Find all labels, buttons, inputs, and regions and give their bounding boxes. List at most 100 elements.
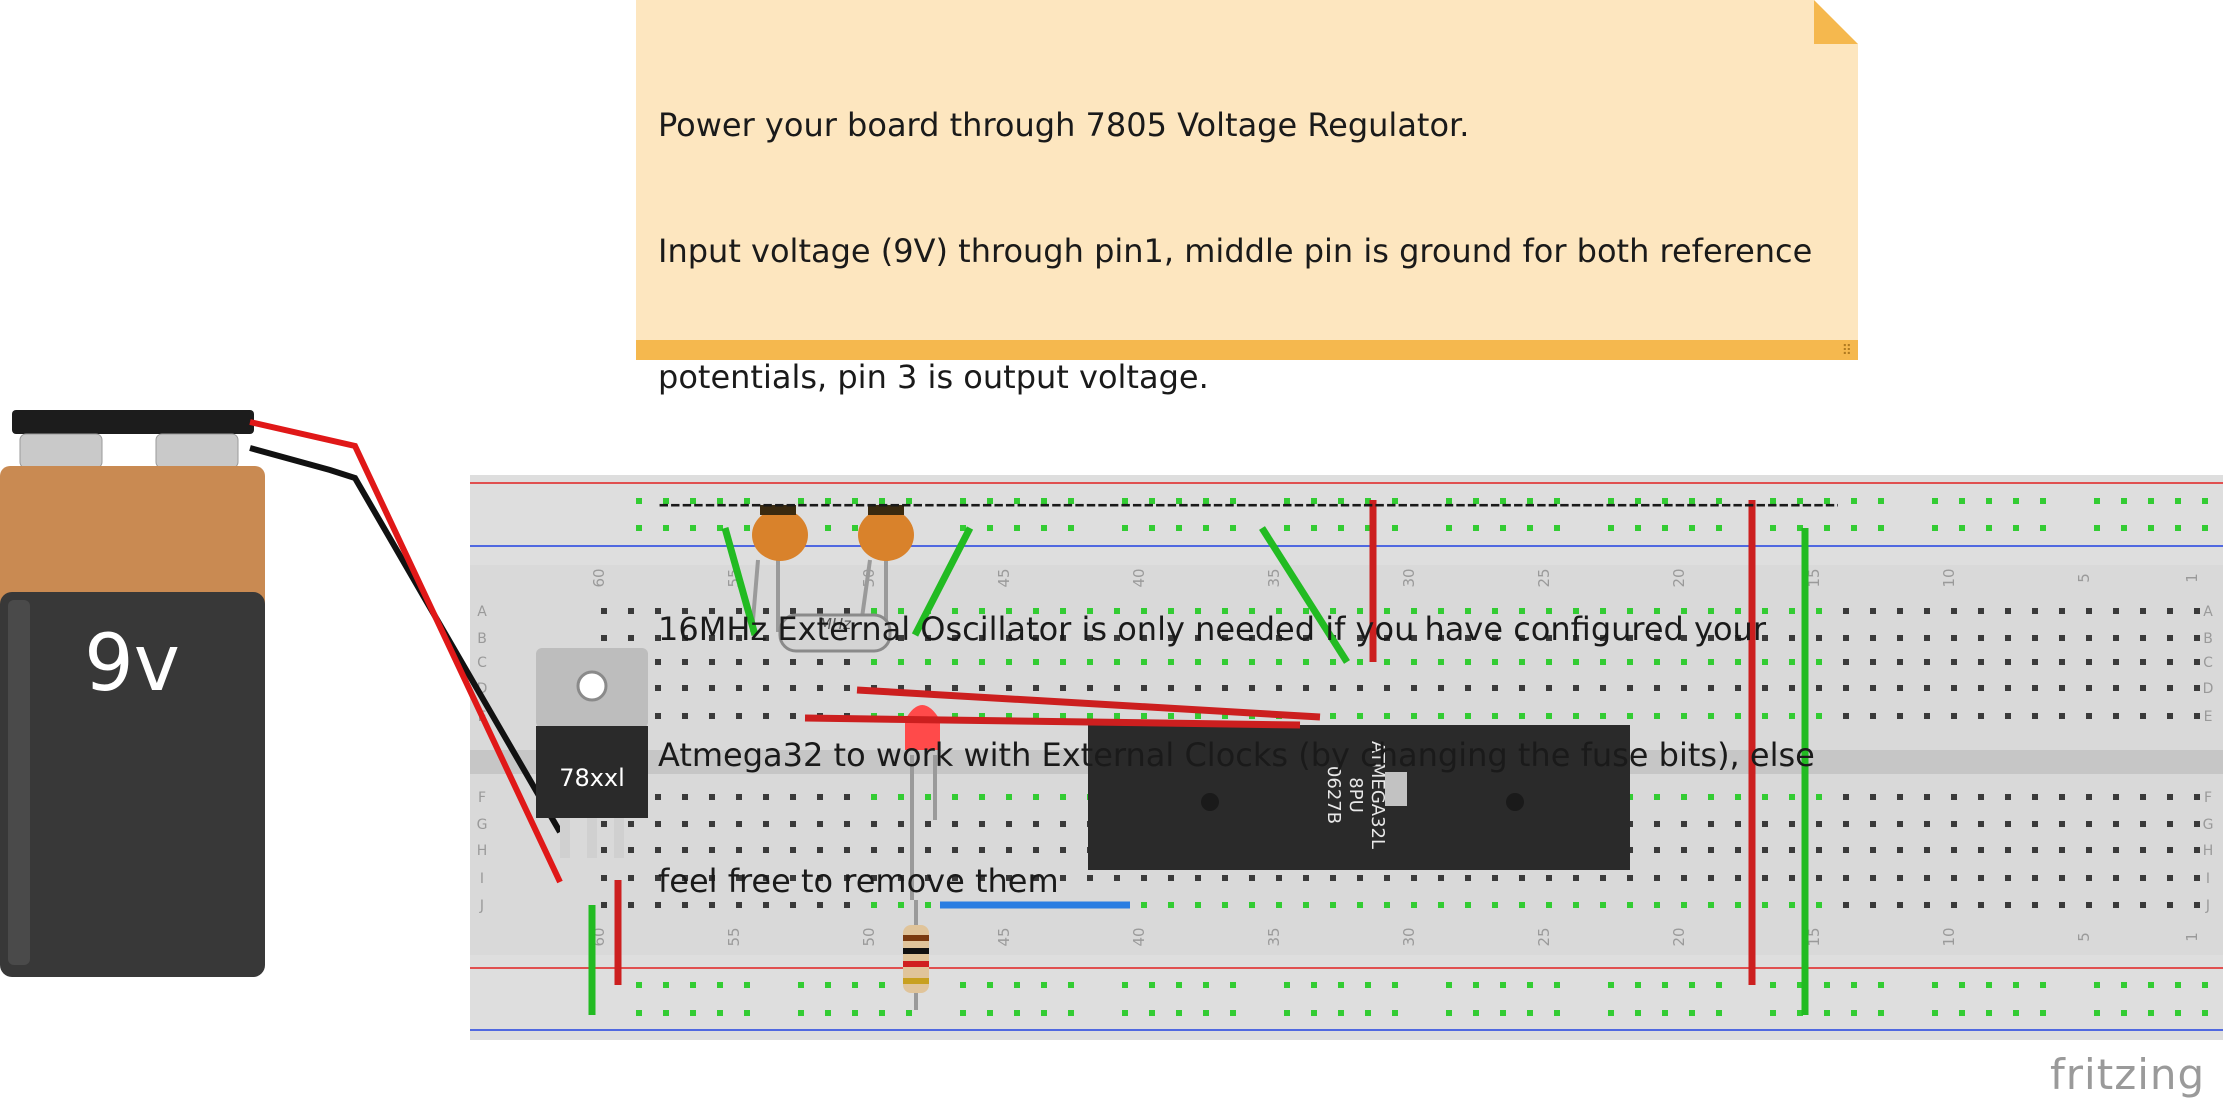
- breadboard-hole: [1546, 659, 1552, 665]
- breadboard-hole: [2140, 794, 2146, 800]
- breadboard-hole: [1951, 821, 1957, 827]
- breadboard-hole: [1033, 821, 1039, 827]
- breadboard-hole: [1249, 875, 1255, 881]
- breadboard-hole: [736, 902, 742, 908]
- breadboard-hole: [1168, 875, 1174, 881]
- breadboard-hole: [1843, 794, 1849, 800]
- breadboard-hole: [1924, 685, 1930, 691]
- breadboard-hole: [1041, 982, 1047, 988]
- breadboard-hole: [1438, 659, 1444, 665]
- breadboard-hole: [2167, 875, 2173, 881]
- breadboard-hole: [636, 498, 642, 504]
- breadboard-hole: [1951, 794, 1957, 800]
- breadboard-hole: [2113, 875, 2119, 881]
- column-number-label: 15: [1805, 927, 1823, 946]
- breadboard-hole: [1654, 847, 1660, 853]
- breadboard-hole: [1249, 635, 1255, 641]
- breadboard-hole: [1122, 1010, 1128, 1016]
- breadboard-hole: [2202, 525, 2208, 531]
- breadboard-hole: [2094, 498, 2100, 504]
- breadboard-hole: [2194, 847, 2200, 853]
- breadboard-hole: [1654, 902, 1660, 908]
- breadboard-hole: [1392, 498, 1398, 504]
- breadboard-hole: [1546, 875, 1552, 881]
- breadboard-hole: [1897, 685, 1903, 691]
- breadboard-hole: [601, 608, 607, 614]
- breadboard-hole: [1195, 608, 1201, 614]
- breadboard-hole: [1465, 875, 1471, 881]
- breadboard-hole: [2121, 1010, 2127, 1016]
- column-number-label: 1: [2183, 932, 2201, 942]
- breadboard-hole: [1635, 1010, 1641, 1016]
- breadboard-hole: [1276, 875, 1282, 881]
- breadboard-hole: [1384, 685, 1390, 691]
- breadboard-hole: [1870, 635, 1876, 641]
- breadboard-hole: [1195, 659, 1201, 665]
- breadboard-hole: [852, 498, 858, 504]
- breadboard-hole: [1762, 794, 1768, 800]
- breadboard-hole: [1770, 1010, 1776, 1016]
- breadboard-hole: [1249, 902, 1255, 908]
- breadboard-hole: [898, 875, 904, 881]
- breadboard-hole: [1303, 902, 1309, 908]
- breadboard-hole: [690, 525, 696, 531]
- chip-label-line2: 8PU: [1345, 777, 1366, 812]
- breadboard-hole: [1824, 1010, 1830, 1016]
- breadboard-hole: [1789, 847, 1795, 853]
- breadboard-hole: [871, 659, 877, 665]
- breadboard-hole: [736, 608, 742, 614]
- breadboard-hole: [979, 608, 985, 614]
- breadboard-hole: [979, 847, 985, 853]
- battery-red-lead: [249, 419, 563, 884]
- breadboard-hole: [636, 525, 642, 531]
- note-footer-bar: [636, 340, 1858, 360]
- breadboard-hole: [1195, 685, 1201, 691]
- breadboard-hole: [1149, 1010, 1155, 1016]
- breadboard-hole: [736, 794, 742, 800]
- breadboard-hole: [2167, 659, 2173, 665]
- breadboard-hole: [601, 875, 607, 881]
- breadboard-hole: [1762, 659, 1768, 665]
- breadboard-hole: [2148, 498, 2154, 504]
- breadboard-hole: [1330, 608, 1336, 614]
- breadboard-hole: [744, 498, 750, 504]
- breadboard-hole: [1816, 847, 1822, 853]
- note-resize-grip-icon[interactable]: ⠿: [1841, 343, 1852, 359]
- breadboard-hole: [682, 608, 688, 614]
- breadboard-hole: [1816, 713, 1822, 719]
- breadboard-hole: [1303, 875, 1309, 881]
- breadboard-hole: [1878, 525, 1884, 531]
- breadboard-hole: [1932, 525, 1938, 531]
- breadboard-hole: [636, 1010, 642, 1016]
- breadboard-hole: [1843, 713, 1849, 719]
- breadboard-hole: [763, 608, 769, 614]
- breadboard-hole: [1411, 608, 1417, 614]
- breadboard-hole: [1870, 659, 1876, 665]
- breadboard-hole: [1978, 902, 1984, 908]
- breadboard-hole: [1689, 525, 1695, 531]
- breadboard-hole: [2086, 902, 2092, 908]
- breadboard-hole: [2140, 713, 2146, 719]
- breadboard-hole: [2040, 525, 2046, 531]
- breadboard-hole: [1114, 659, 1120, 665]
- breadboard-hole: [1600, 659, 1606, 665]
- breadboard-hole: [879, 982, 885, 988]
- regulator-leg-1: [560, 818, 570, 858]
- breadboard-hole: [736, 875, 742, 881]
- breadboard-hole: [1681, 608, 1687, 614]
- breadboard-hole: [1654, 875, 1660, 881]
- breadboard-hole: [1870, 685, 1876, 691]
- row-letter-label: B: [477, 631, 487, 647]
- breadboard-hole: [987, 1010, 993, 1016]
- breadboard-hole: [798, 982, 804, 988]
- breadboard-hole: [1006, 875, 1012, 881]
- breadboard-hole: [1924, 608, 1930, 614]
- chip-label-line3: 0627B: [1323, 766, 1344, 824]
- breadboard-hole: [1465, 902, 1471, 908]
- breadboard-hole: [1357, 902, 1363, 908]
- column-number-label: 50: [860, 927, 878, 946]
- breadboard-hole: [1762, 847, 1768, 853]
- breadboard-hole: [1114, 608, 1120, 614]
- breadboard-hole: [2059, 847, 2065, 853]
- breadboard-hole: [1770, 982, 1776, 988]
